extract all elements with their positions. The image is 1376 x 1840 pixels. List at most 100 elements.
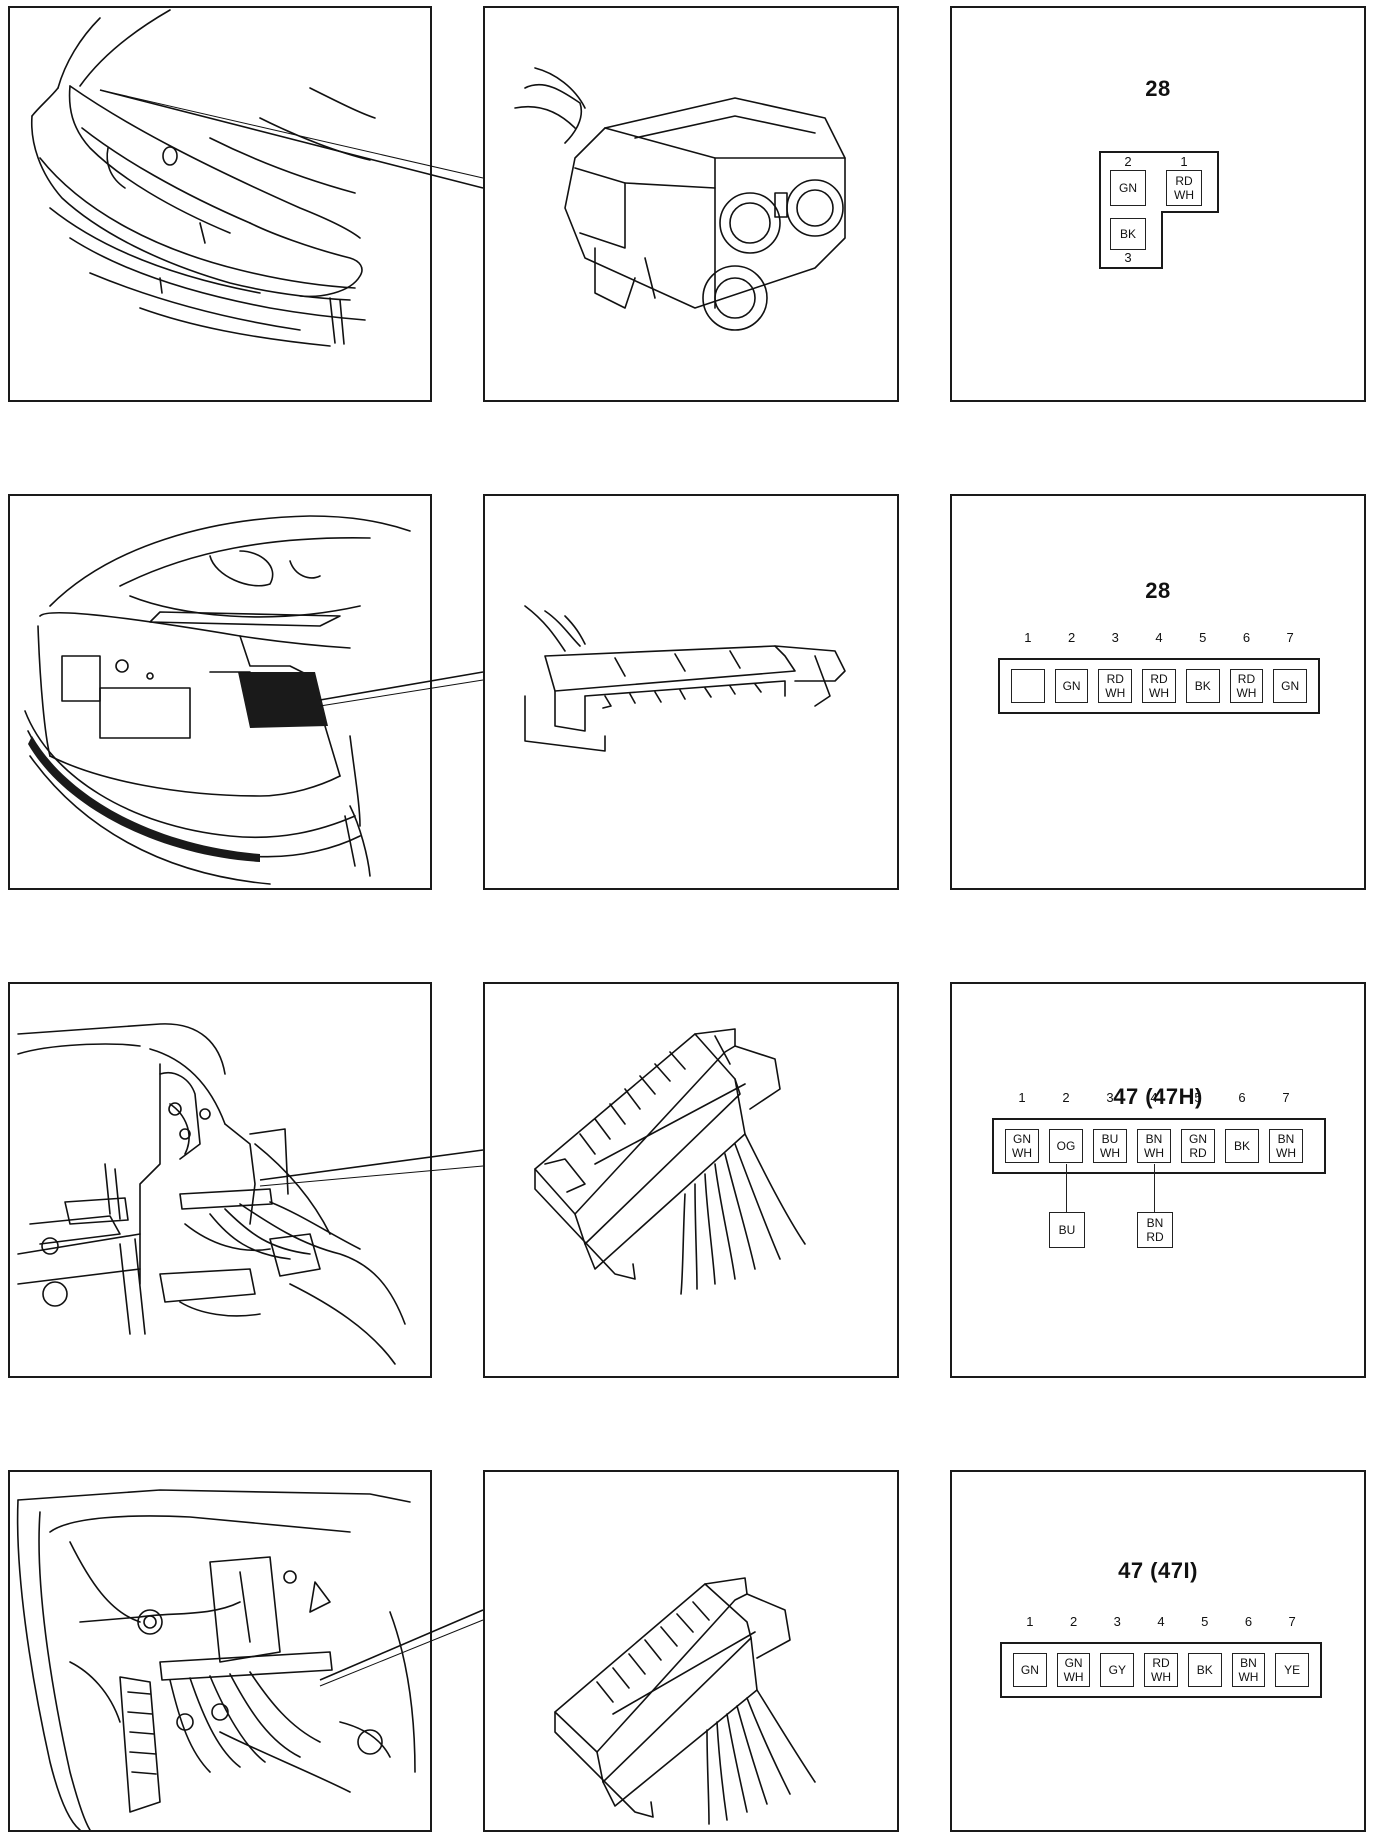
branch-wire-color: BU — [1049, 1212, 1085, 1248]
pin-wire-color: GY — [1100, 1653, 1135, 1687]
pin-wire-color: GN — [1054, 669, 1089, 703]
wire-color-code: BK — [1233, 1139, 1250, 1153]
pin-number: 1 — [1026, 1614, 1034, 1629]
wire-color-code: GN — [1064, 1656, 1083, 1670]
connector-title: 47 (47I) — [1118, 1558, 1198, 1583]
wire-color-code: WH — [1012, 1146, 1032, 1160]
wire-color-code: BN — [1145, 1132, 1163, 1146]
wire-color-code: WH — [1100, 1146, 1120, 1160]
pin-1-color: RD WH — [1166, 170, 1202, 206]
pin-wire-color — [1011, 669, 1045, 703]
pin-number: 5 — [1194, 1090, 1202, 1105]
pin-number: 1 — [1018, 1090, 1026, 1105]
connector-housing-3pin: 2 1 GN RD WH BK 3 — [1098, 150, 1220, 270]
wire-color-code: GY — [1108, 1663, 1126, 1677]
wire-color-code: GN — [1013, 1132, 1031, 1146]
pin-number: 2 — [1067, 630, 1076, 645]
wire-color-code: YE — [1284, 1663, 1301, 1677]
wire-color-code: WH — [1151, 1670, 1172, 1684]
location-panel-front — [8, 6, 432, 402]
wire-color-code: BN — [1146, 1216, 1164, 1230]
pin-1: 1 — [1008, 630, 1048, 712]
connector-title: 28 — [1145, 578, 1171, 603]
pin-number: 5 — [1199, 630, 1207, 645]
wire-color-code: RD — [1189, 1146, 1207, 1160]
wire-color-code: WH — [1238, 1670, 1259, 1684]
wire-color-code: GN — [1020, 1663, 1039, 1677]
wire-color-code: BU — [1058, 1223, 1076, 1237]
wire-color-code: RD — [1152, 1656, 1170, 1670]
wire-color-code: BK — [1196, 1663, 1213, 1677]
wire-color-code: RD — [1146, 1230, 1164, 1244]
pin-number: 3 — [1111, 630, 1119, 645]
pin-number: 4 — [1157, 1614, 1165, 1629]
pin-wire-color: GN — [1013, 1653, 1047, 1687]
pin-wire-color: OG — [1049, 1129, 1083, 1163]
wire-color-code: WH — [1105, 686, 1126, 700]
pin-wire-color: YE — [1275, 1653, 1310, 1687]
pin-number: 2 — [1069, 1614, 1078, 1629]
wire-color-code: WH — [1236, 686, 1257, 700]
pin-number-2: 2 — [1124, 154, 1132, 169]
connector-diagram-panel-1: 28 2 1 GN RD WH BK 3 — [950, 6, 1366, 402]
pin-3-color: BK — [1110, 218, 1146, 250]
connector-illustration-47h — [483, 982, 899, 1378]
pin-number-1: 1 — [1180, 154, 1188, 169]
wire-color-code: GN — [1189, 1132, 1207, 1146]
pin-2-color: GN — [1110, 170, 1146, 206]
pin-number: 3 — [1113, 1614, 1121, 1629]
connector-title: 28 — [1145, 76, 1171, 101]
wire-color-code: WH — [1063, 1670, 1084, 1684]
pin-number: 4 — [1155, 630, 1163, 645]
wire-color-code: WH — [1144, 1146, 1164, 1160]
wire-color-code: RD — [1106, 672, 1124, 686]
wire-color-code: BN — [1277, 1132, 1295, 1146]
branch-wire — [1154, 1164, 1155, 1212]
connector-illustration-28-front — [483, 6, 899, 402]
connector-illustration-47i — [483, 1470, 899, 1832]
wire-color-code: BN — [1240, 1656, 1257, 1670]
wire-color-code: GN — [1062, 679, 1081, 693]
pin-number: 6 — [1244, 1614, 1253, 1629]
wire-color-code: WH — [1276, 1146, 1296, 1160]
connector-illustration-28-rear — [483, 494, 899, 890]
pin-number: 4 — [1150, 1090, 1158, 1105]
wire-color-code: GN — [1281, 679, 1300, 693]
pin-number: 3 — [1106, 1090, 1114, 1105]
pin-number: 7 — [1282, 1090, 1290, 1105]
pin-wire-color: BK — [1187, 1653, 1222, 1687]
wire-color-code: BU — [1101, 1132, 1119, 1146]
branch-wire — [1066, 1164, 1067, 1212]
pin-number: 7 — [1286, 630, 1294, 645]
pin-wire-color: BK — [1185, 669, 1220, 703]
location-panel-dash-right — [8, 1470, 432, 1832]
pin-wire-color: BK — [1225, 1129, 1259, 1163]
pin-number: 2 — [1062, 1090, 1070, 1105]
